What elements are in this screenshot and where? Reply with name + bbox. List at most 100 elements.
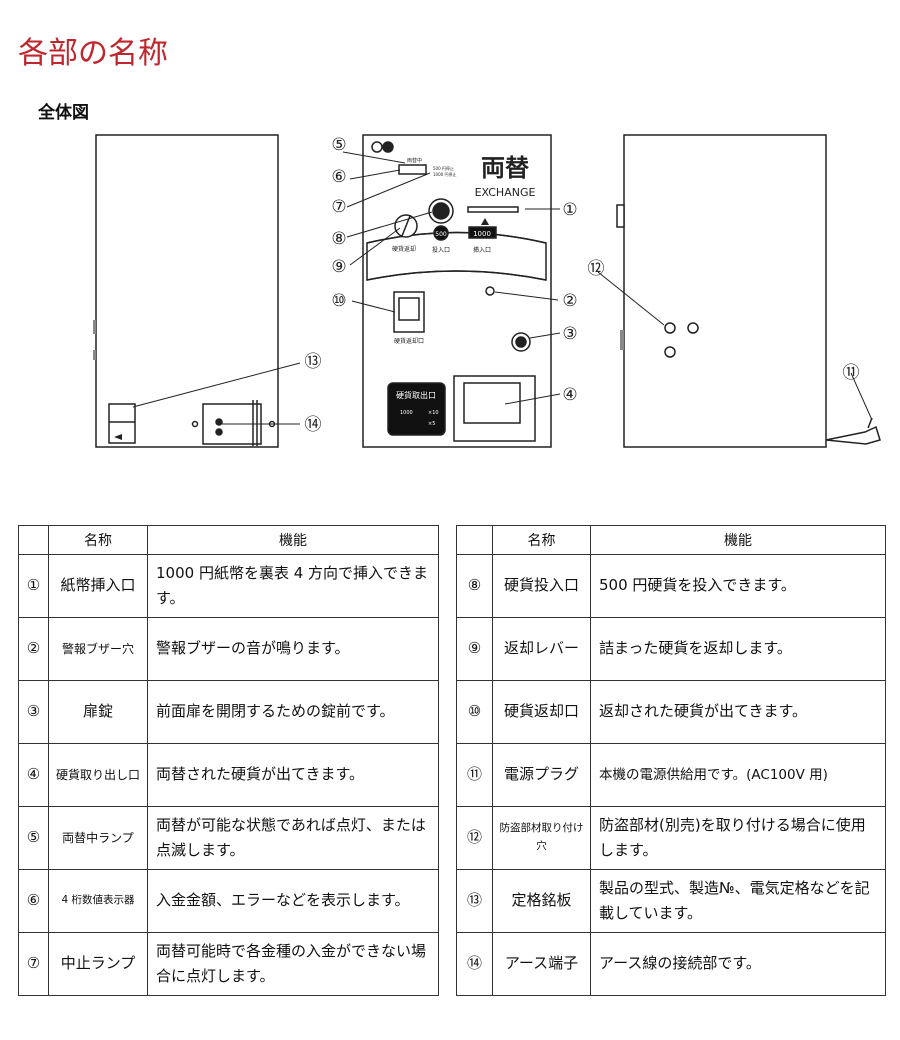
part-function: 前面扉を開閉するための錠前です。: [147, 680, 439, 744]
callout-6: ⑥: [331, 167, 346, 187]
lamp-label: 両替中: [407, 157, 422, 164]
part-function: 本機の電源供給用です。(AC100V 用): [590, 743, 886, 807]
right-side-view: [616, 134, 881, 448]
row-number: ①: [18, 554, 49, 618]
part-name: 両替中ランプ: [48, 806, 148, 870]
coin-slot-caption: 投入口: [432, 246, 450, 254]
callout-1: ①: [562, 200, 577, 220]
return-caption: 硬貨返却口: [394, 337, 424, 345]
part-function: 入金金額、エラーなどを表示します。: [147, 869, 439, 933]
part-name: 警報ブザー穴: [48, 617, 148, 681]
table-header-row: 名称 機能: [456, 525, 886, 555]
panel-subtitle: EXCHANGE: [475, 186, 536, 199]
section-subtitle: 全体図: [38, 103, 89, 123]
row-number: ⑫: [456, 806, 493, 870]
part-name: 4 桁数値表示器: [48, 869, 148, 933]
bill-label: 1000: [473, 230, 491, 238]
row-number: ②: [18, 617, 49, 681]
callout-8: ⑧: [331, 229, 346, 249]
row-number: ⑨: [456, 617, 493, 681]
callout-4: ④: [562, 385, 577, 405]
callout-5: ⑤: [331, 135, 346, 155]
part-name: 電源プラグ: [492, 743, 591, 807]
header-function: 機能: [590, 525, 886, 555]
callout-9: ⑨: [331, 257, 346, 277]
part-name: 定格銘板: [492, 869, 591, 933]
part-function: 防盗部材(別売)を取り付ける場合に使用します。: [590, 806, 886, 870]
part-function: 1000 円紙幣を裏表 4 方向で挿入できます。: [147, 554, 439, 618]
stop-1000-label: 1000 円停止: [433, 171, 456, 177]
part-name: 防盗部材取り付け穴: [492, 806, 591, 870]
row-number: ⑦: [18, 932, 49, 996]
payout-title: 硬貨取出口: [396, 390, 436, 400]
callout-11: ⑪: [843, 363, 860, 383]
row-number: ⑧: [456, 554, 493, 618]
page-title: 各部の名称: [18, 36, 168, 71]
part-function: アース線の接続部です。: [590, 932, 886, 996]
bill-slot-caption: 挿入口: [473, 246, 491, 254]
header-name: 名称: [492, 525, 591, 555]
payout-row2-to: ×5: [428, 421, 435, 427]
rating-plate: [108, 403, 136, 444]
header-name: 名称: [48, 525, 148, 555]
part-name: 硬貨取り出し口: [48, 743, 148, 807]
part-name: 硬貨投入口: [492, 554, 591, 618]
part-name: 扉錠: [48, 680, 148, 744]
callout-3: ③: [562, 324, 577, 344]
part-function: 詰まった硬貨を返却します。: [590, 617, 886, 681]
part-function: 両替可能時で各金種の入金ができない場合に点灯します。: [147, 932, 439, 996]
callout-2: ②: [562, 291, 577, 311]
lever-caption: 硬貨返却: [392, 245, 416, 253]
stop-500-label: 500 円停止: [433, 165, 454, 171]
part-function: 500 円硬貨を投入できます。: [590, 554, 886, 618]
part-function: 製品の型式、製造№、電気定格などを記載しています。: [590, 869, 886, 933]
panel-title: 両替: [481, 154, 529, 182]
row-number: ⑪: [456, 743, 493, 807]
table-header-row: 名称 機能: [18, 525, 439, 555]
callout-14: ⑭: [305, 415, 322, 435]
coin-label: 500: [435, 231, 447, 238]
part-name: 紙幣挿入口: [48, 554, 148, 618]
part-function: 両替された硬貨が出てきます。: [147, 743, 439, 807]
row-number: ⑥: [18, 869, 49, 933]
header-blank: [18, 525, 49, 555]
header-blank: [456, 525, 493, 555]
row-number: ④: [18, 743, 49, 807]
machine-diagram: 両替中 500 円停止 1000 円停止 両替 EXCHANGE 1000 挿入…: [93, 134, 881, 448]
callout-10: ⑩: [331, 291, 346, 311]
row-number: ③: [18, 680, 49, 744]
left-side-view: [93, 134, 279, 448]
part-function: 両替が可能な状態であれば点灯、または点滅します。: [147, 806, 439, 870]
callout-12: ⑫: [588, 259, 605, 279]
payout-row1-from: 1000: [400, 410, 413, 416]
part-name: 返却レバー: [492, 617, 591, 681]
callout-13: ⑬: [305, 352, 322, 372]
part-name: 中止ランプ: [48, 932, 148, 996]
row-number: ⑤: [18, 806, 49, 870]
front-view: [362, 134, 552, 448]
part-name: 硬貨返却口: [492, 680, 591, 744]
row-number: ⑭: [456, 932, 493, 996]
part-function: 警報ブザーの音が鳴ります。: [147, 617, 439, 681]
row-number: ⑩: [456, 680, 493, 744]
part-function: 返却された硬貨が出てきます。: [590, 680, 886, 744]
part-name: アース端子: [492, 932, 591, 996]
row-number: ⑬: [456, 869, 493, 933]
payout-row1-to: ×10: [428, 410, 439, 416]
callout-7: ⑦: [331, 197, 346, 217]
